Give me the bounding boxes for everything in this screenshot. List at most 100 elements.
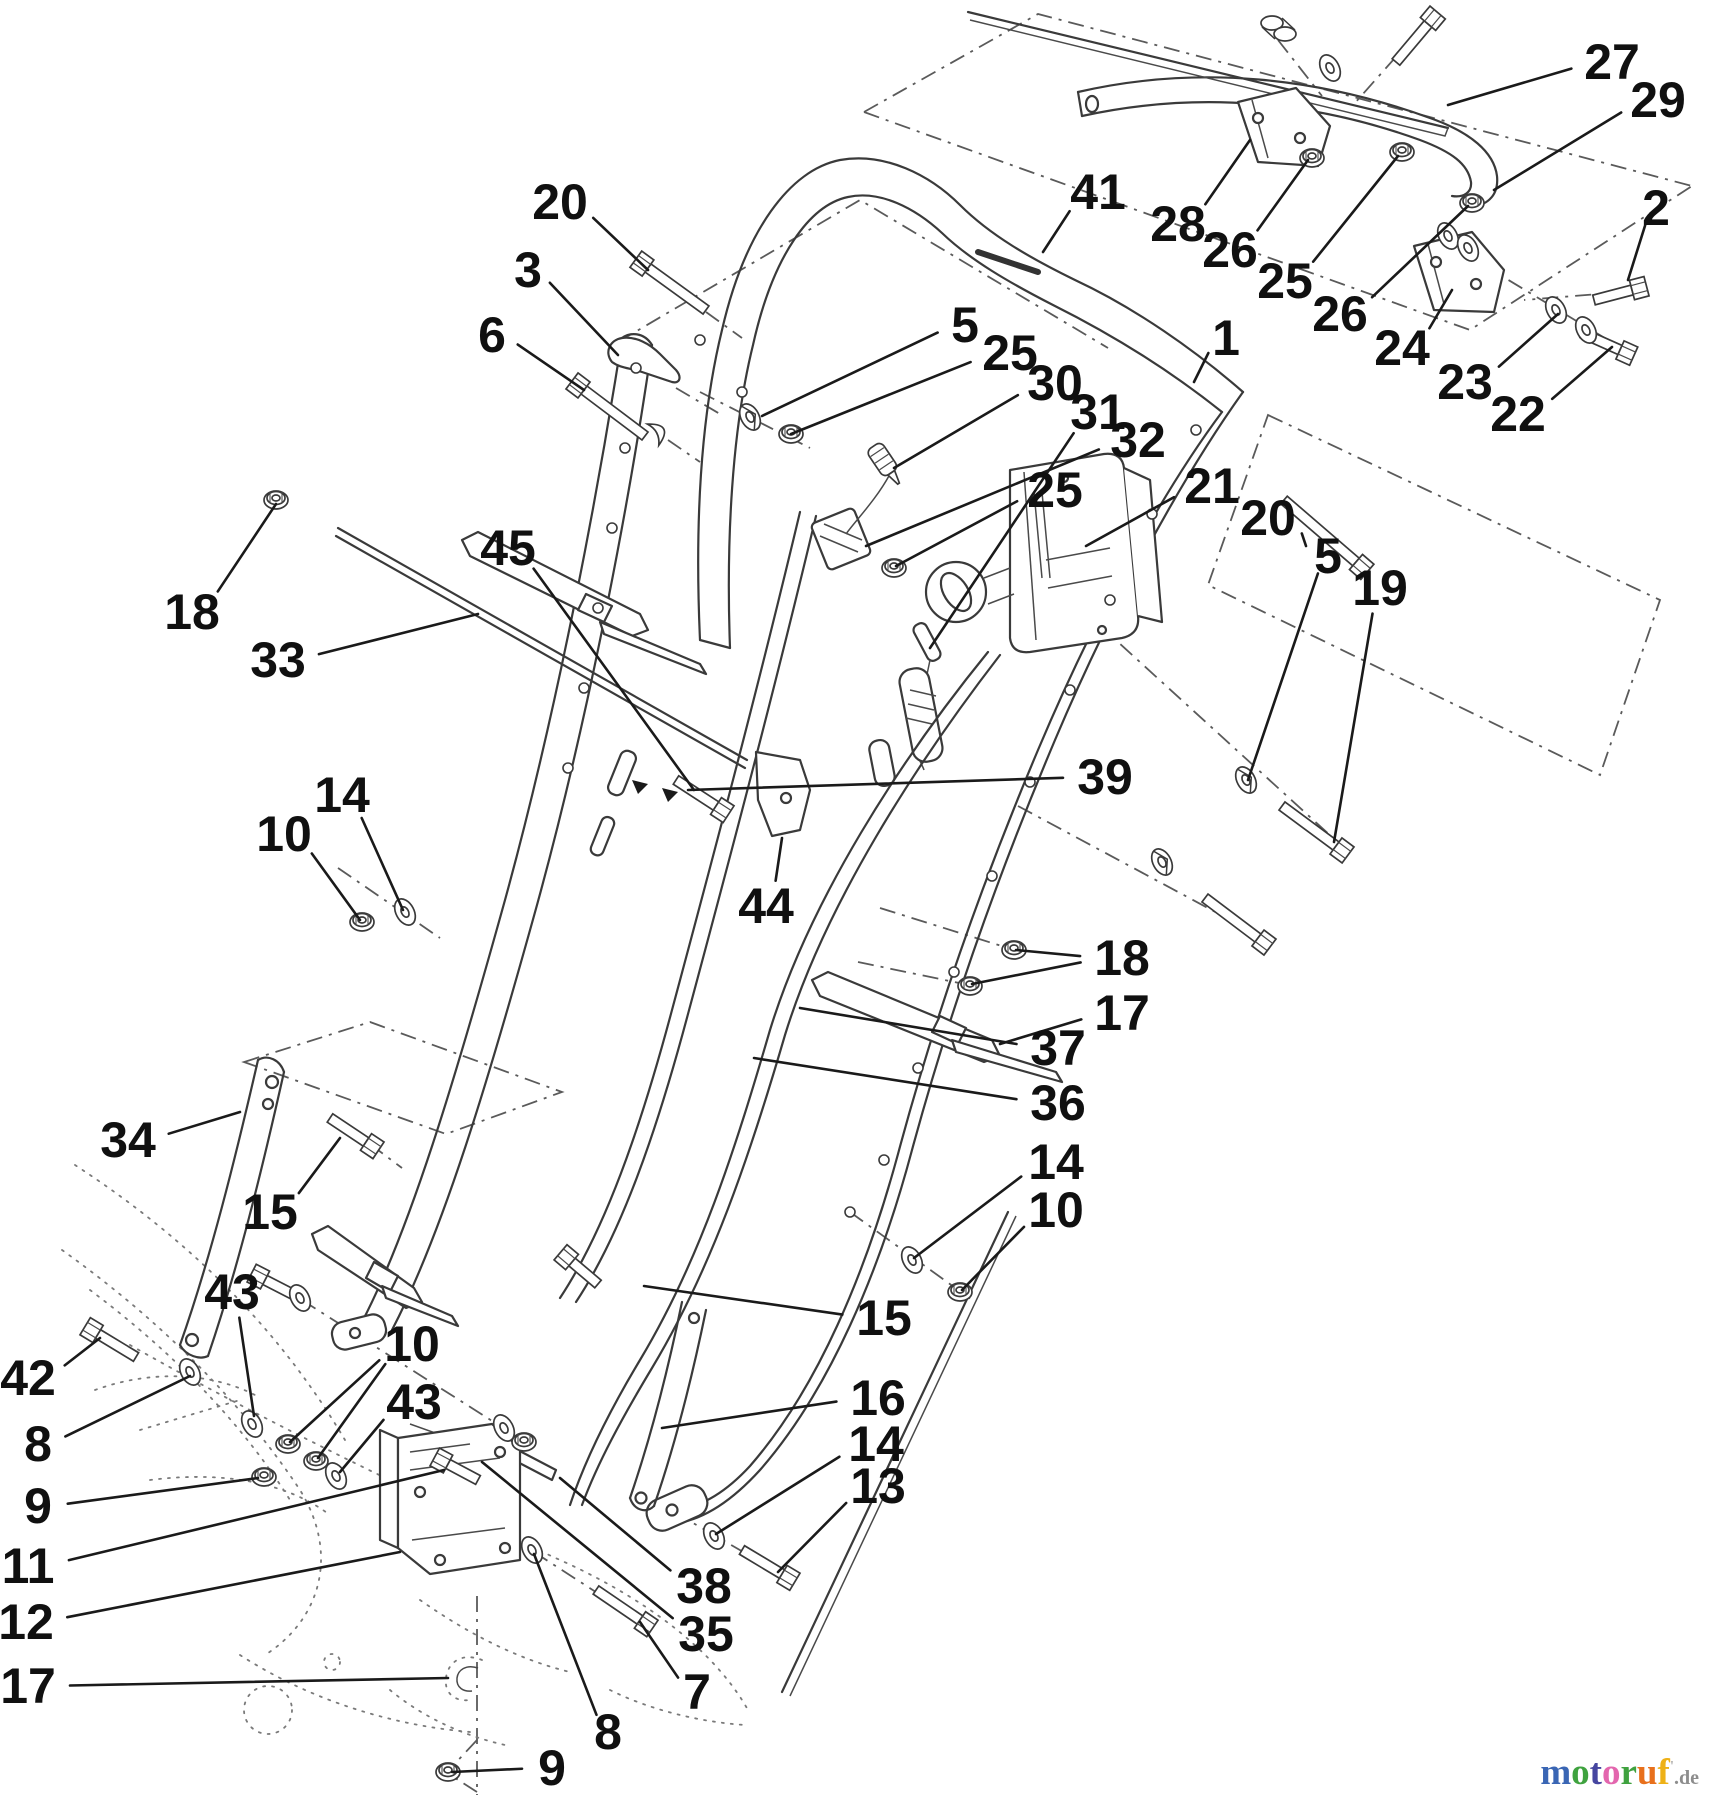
leader-line (480, 1460, 674, 1620)
part-callout-27: 27 (1584, 34, 1640, 90)
watermark-letter: u (1636, 1752, 1658, 1793)
half-washer-glyph (1150, 848, 1174, 876)
crossbar-assembly (966, 10, 1506, 314)
part-callout-32: 32 (1110, 412, 1166, 468)
part-callout-33: 33 (250, 632, 306, 688)
part-callout-42: 42 (0, 1350, 56, 1406)
grip-mark (975, 249, 1041, 275)
leader-line (1041, 209, 1071, 254)
tube-foot-plates (330, 1313, 709, 1532)
leader-line (317, 612, 480, 656)
leader-line (316, 1362, 387, 1460)
bolt-glyph (738, 1544, 802, 1592)
part-callout-8: 8 (594, 1704, 622, 1760)
part-callout-38: 38 (676, 1558, 732, 1614)
leader-line (1246, 572, 1320, 782)
leader-line (64, 1374, 192, 1438)
leader-line (998, 1018, 1083, 1046)
part-callout-25: 25 (1027, 462, 1083, 518)
part-callout-18: 18 (1094, 930, 1150, 986)
washer-glyph (240, 1410, 264, 1438)
mount-bracket (378, 1422, 522, 1576)
half-washer-glyph (1234, 766, 1258, 794)
part-callout-14: 14 (848, 1416, 904, 1472)
leader-line (1492, 111, 1623, 192)
washer-glyph (393, 898, 417, 926)
part-callout-26: 26 (1202, 222, 1258, 278)
watermark-domain-suffix: .de (1674, 1767, 1699, 1789)
part-callout-20: 20 (532, 174, 588, 230)
leader-line (774, 836, 784, 882)
leader-line (288, 1359, 381, 1444)
watermark-motoruf: motoruf'.de (1540, 1751, 1699, 1794)
leader-line (752, 1056, 1018, 1101)
part-callout-39: 39 (1077, 749, 1133, 805)
washer-glyph (702, 1522, 726, 1550)
part-callout-3: 3 (514, 242, 542, 298)
throttle-plug-glyph (867, 442, 901, 486)
leader-line (638, 1620, 680, 1679)
watermark-letter: f (1657, 1752, 1670, 1793)
leader-line (1332, 612, 1374, 844)
leader-line (1370, 204, 1470, 299)
left-brace (178, 1056, 286, 1359)
cable-arrow-marks (632, 780, 678, 802)
leader-line (67, 1468, 446, 1562)
part-callout-10: 10 (384, 1316, 440, 1372)
part-callout-17: 17 (0, 1658, 56, 1714)
leader-line (310, 852, 362, 922)
leader-line (1256, 158, 1310, 232)
part-callout-16: 16 (850, 1370, 906, 1426)
bolt-glyph (552, 1243, 603, 1290)
leader-line (1446, 67, 1573, 107)
part-callout-23: 23 (1437, 354, 1493, 410)
watermark-letter: t (1589, 1752, 1602, 1793)
part-callout-12: 12 (0, 1594, 54, 1650)
part-callout-26: 26 (1312, 286, 1368, 342)
part-callout-20: 20 (1240, 490, 1296, 546)
bolt-glyph (672, 774, 736, 824)
part-callout-14: 14 (1028, 1134, 1084, 1190)
watermark-word: motoruf (1540, 1752, 1670, 1793)
washer-glyph (492, 1414, 516, 1442)
leader-line (1550, 345, 1614, 401)
leader-line (912, 1175, 1023, 1260)
part-callout-34: 34 (100, 1112, 156, 1168)
leader-line (68, 1676, 450, 1687)
leader-line (789, 360, 972, 436)
leader-line (238, 1316, 256, 1418)
part-callout-35: 35 (678, 1606, 734, 1662)
washer-glyph (1456, 234, 1480, 262)
cup-washer-glyph (644, 423, 666, 449)
part-callout-8: 8 (24, 1416, 52, 1472)
leader-line (360, 816, 405, 912)
leader-line (1084, 495, 1176, 548)
watermark-letter: o (1601, 1752, 1621, 1793)
part-callout-25: 25 (982, 325, 1038, 381)
part-callout-43: 43 (204, 1264, 260, 1320)
part-callout-10: 10 (256, 806, 312, 862)
part-callout-22: 22 (1490, 386, 1546, 442)
part-callout-25: 25 (1257, 253, 1313, 309)
part-callout-30: 30 (1027, 355, 1083, 411)
leader-line (1626, 224, 1647, 282)
bolt-glyph (326, 1112, 386, 1160)
part-callout-11: 11 (2, 1538, 55, 1594)
watermark-trademark: ' (1669, 1758, 1674, 1775)
bolt-glyph (78, 1316, 140, 1363)
washer-glyph (1544, 296, 1568, 324)
leader-line (892, 393, 1020, 470)
part-callout-7: 7 (683, 1664, 711, 1720)
bolt-glyph (564, 371, 650, 442)
washer-glyph (1318, 54, 1342, 82)
part-callout-36: 36 (1030, 1075, 1086, 1131)
bolt-glyph (1390, 4, 1447, 67)
part-callout-15: 15 (856, 1290, 912, 1346)
part-callout-1: 1 (1212, 310, 1240, 366)
leader-line (548, 281, 620, 357)
nut-glyph (947, 1282, 973, 1302)
part-callout-45: 45 (480, 520, 536, 576)
leader-line (714, 1455, 841, 1536)
part-callout-5: 5 (1314, 528, 1342, 584)
